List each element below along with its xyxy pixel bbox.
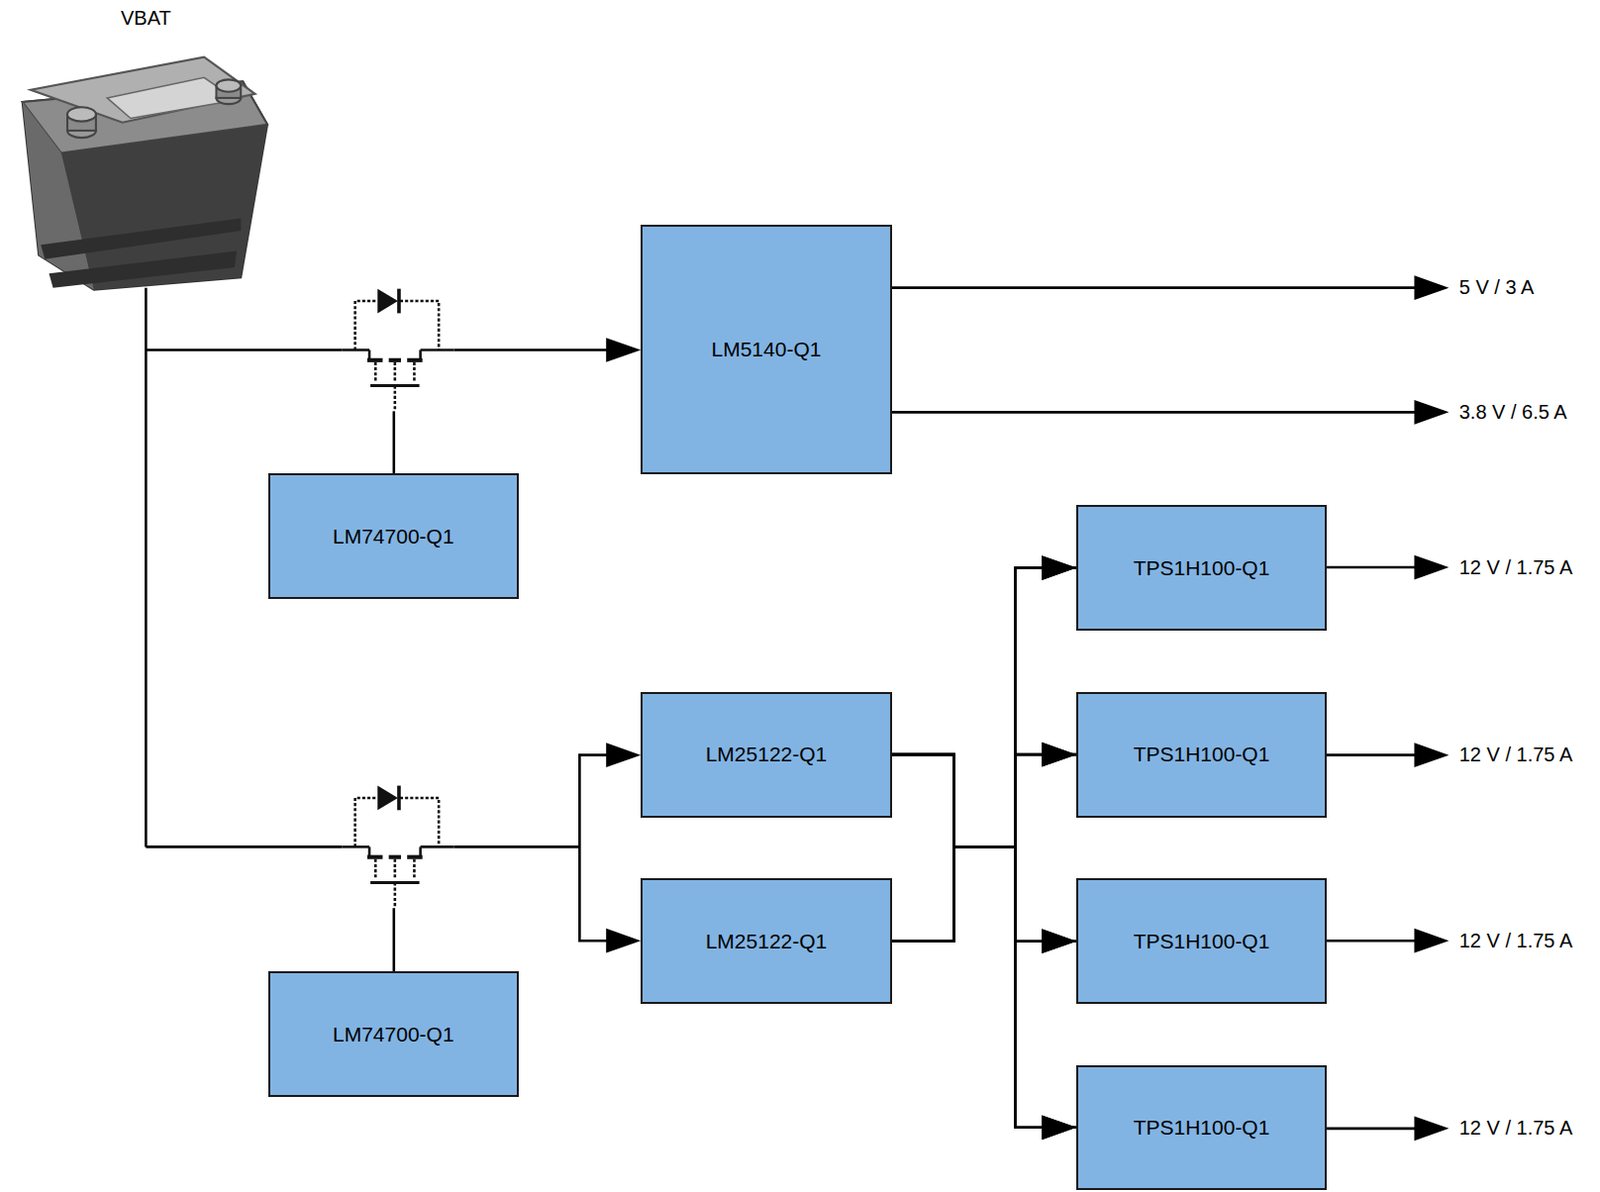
process-box: TPS1H100-Q1 — [1076, 1065, 1327, 1191]
process-box: TPS1H100-Q1 — [1076, 504, 1327, 631]
box-label: LM25122-Q1 — [705, 929, 828, 954]
box-label: TPS1H100-Q1 — [1133, 929, 1271, 954]
box-label: TPS1H100-Q1 — [1133, 742, 1271, 767]
process-box: LM5140-Q1 — [640, 224, 893, 476]
battery-illustration — [22, 57, 268, 291]
box-label: LM5140-Q1 — [711, 337, 822, 362]
process-box: TPS1H100-Q1 — [1076, 692, 1327, 818]
connector — [892, 846, 1078, 954]
output-label: 5 V / 3 A — [1457, 276, 1537, 300]
box-label: LM74700-Q1 — [332, 1022, 455, 1047]
connector — [892, 555, 1078, 942]
mosfet-symbol — [341, 786, 454, 909]
box-label: LM25122-Q1 — [705, 742, 828, 767]
box-label: TPS1H100-Q1 — [1133, 556, 1271, 581]
connector — [892, 754, 1078, 1140]
connector — [892, 754, 1078, 954]
process-box: LM74700-Q1 — [268, 971, 519, 1098]
output-label: 12 V / 1.75 A — [1457, 556, 1576, 580]
output-label: 12 V / 1.75 A — [1457, 1116, 1576, 1140]
connector — [892, 555, 1078, 847]
connector — [892, 742, 1078, 848]
output-label: 12 V / 1.75 A — [1457, 929, 1576, 953]
process-box: LM25122-Q1 — [640, 878, 893, 1004]
mosfet-symbol — [341, 289, 454, 412]
process-box: LM74700-Q1 — [268, 473, 519, 600]
supply-label: VBAT — [118, 6, 174, 30]
box-label: TPS1H100-Q1 — [1133, 1115, 1271, 1140]
connector — [892, 846, 1078, 1140]
output-label: 3.8 V / 6.5 A — [1457, 400, 1570, 424]
output-label: 12 V / 1.75 A — [1457, 743, 1576, 767]
process-box: LM25122-Q1 — [640, 692, 893, 818]
connector — [892, 742, 1078, 942]
box-label: LM74700-Q1 — [332, 524, 455, 549]
process-box: TPS1H100-Q1 — [1076, 878, 1327, 1004]
